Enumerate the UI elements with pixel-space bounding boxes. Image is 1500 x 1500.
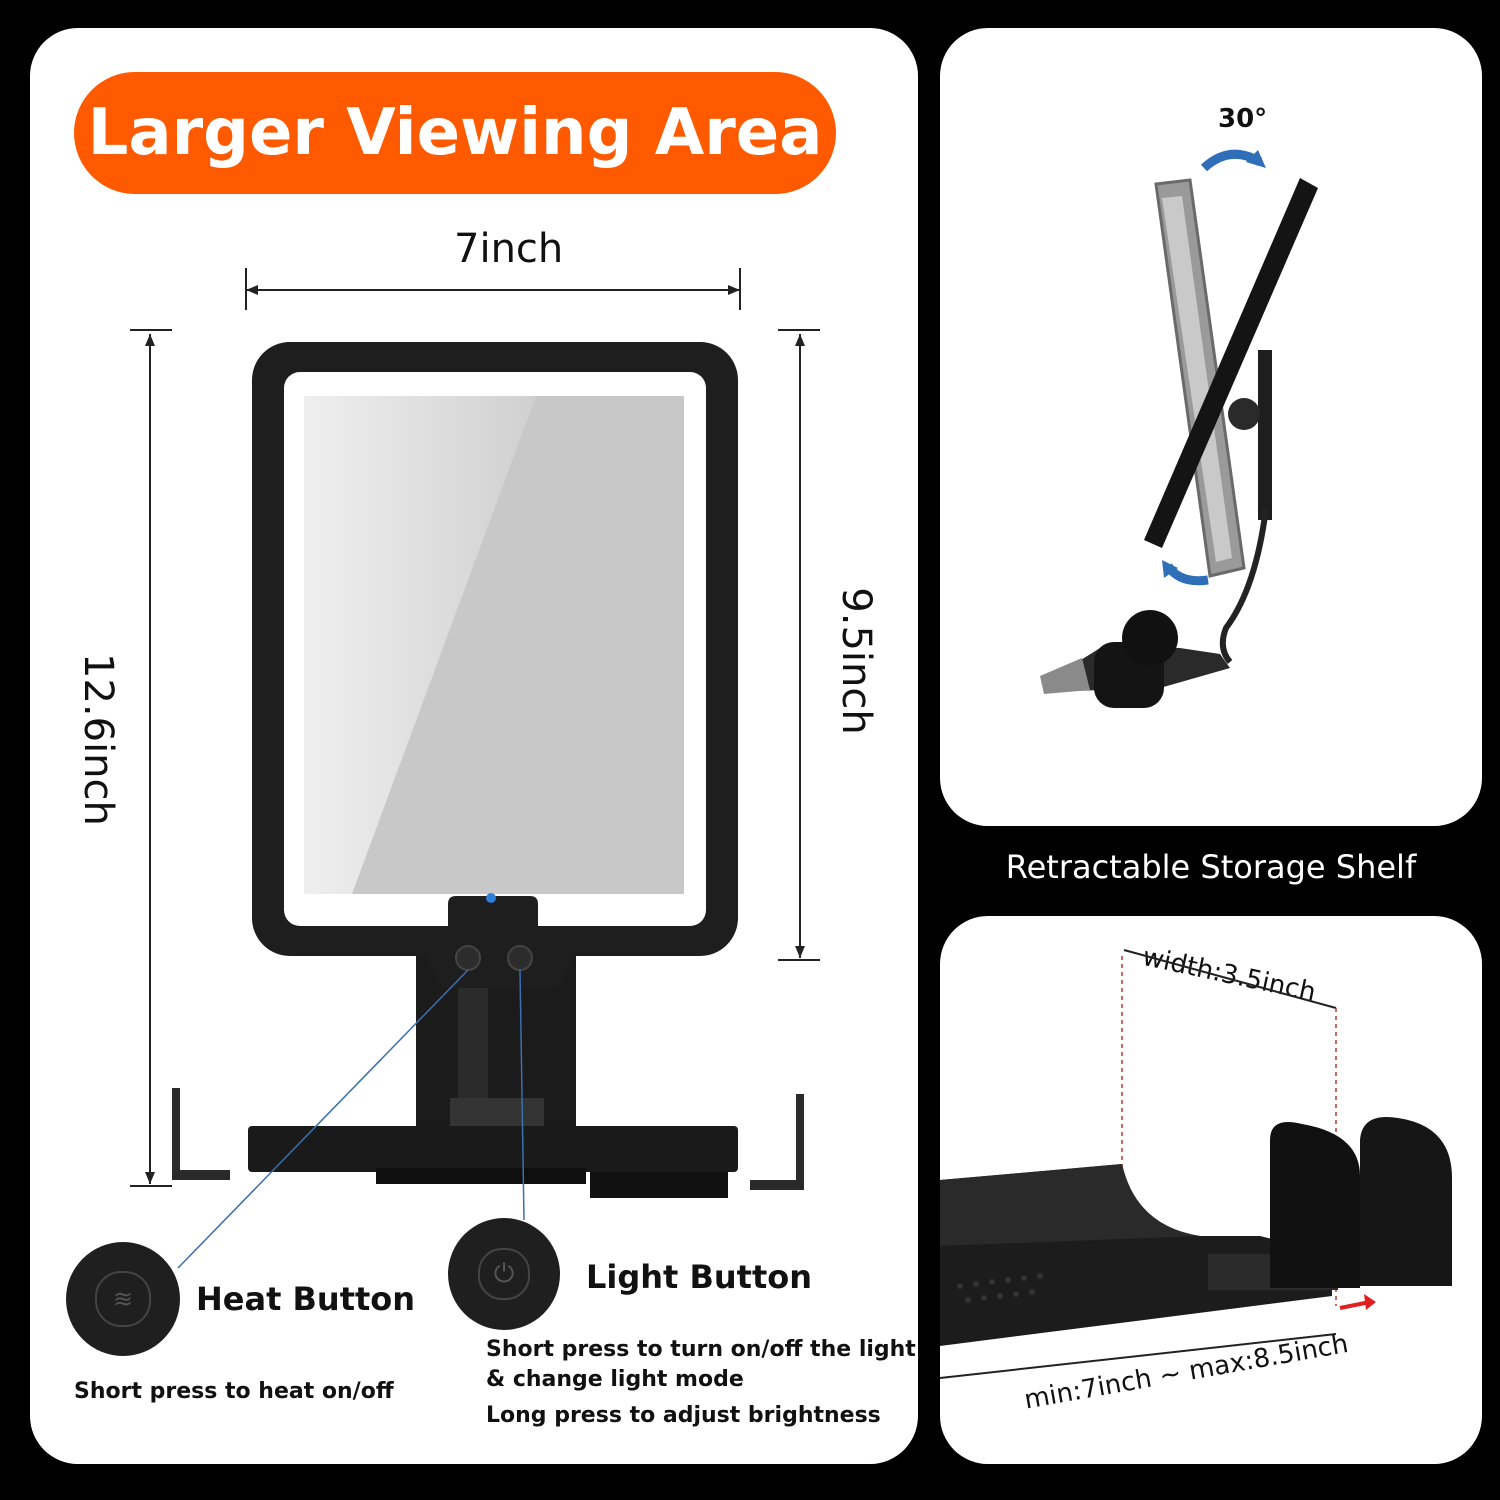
rotation-illustration	[1040, 149, 1318, 708]
light-button-description-line2: & change light mode	[486, 1367, 744, 1392]
power-icon: ⏻	[478, 1248, 530, 1300]
heat-button-label: Heat Button	[196, 1280, 416, 1318]
width-dimension-label: 7inch	[454, 226, 564, 272]
heat-button-description: Short press to heat on/off	[74, 1379, 394, 1404]
rotation-angle-label: 30°	[1218, 104, 1268, 134]
mirror-illustration	[172, 342, 804, 1269]
shelf-panel: width:3.5inch min:7inch ~ max:8.5inch	[940, 916, 1482, 1464]
light-button-label: Light Button	[586, 1258, 813, 1296]
light-button-graphic: ⏻	[448, 1218, 560, 1330]
heat-button-graphic: ≋	[66, 1242, 180, 1356]
shelf-illustration	[940, 949, 1452, 1379]
light-button-description-line1: Short press to turn on/off the light	[486, 1337, 916, 1362]
rotation-panel: 30°	[940, 28, 1482, 826]
light-button-description-line3: Long press to adjust brightness	[486, 1403, 881, 1428]
product-dimensions-panel: Larger Viewing Area 7inch 12.6inch 9.5in…	[30, 28, 918, 1464]
title-banner: Larger Viewing Area	[74, 72, 836, 194]
shelf-caption: Retractable Storage Shelf	[1005, 848, 1417, 886]
heat-waves-icon: ≋	[95, 1271, 151, 1327]
width-dimension-line	[130, 268, 820, 1187]
